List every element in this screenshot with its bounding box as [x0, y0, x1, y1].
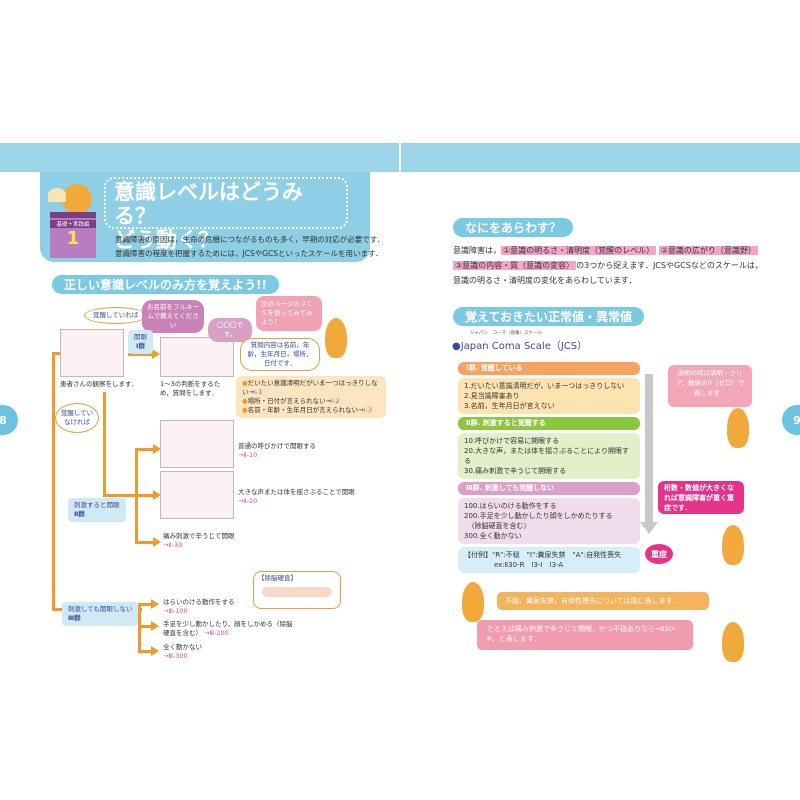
flow-line	[135, 541, 155, 544]
group1-label: 開眼 Ⅰ群	[128, 330, 153, 354]
jcs-ruby: ジャパン コーマ（昏睡）スケール	[470, 331, 542, 336]
group3-name: Ⅲ群	[68, 614, 81, 622]
badge-number: 1	[66, 228, 80, 249]
decerebrate-illustration	[262, 587, 332, 597]
intro-line-2: 意識障害の程度を把握するためには，JCSやGCSといったスケールを用います．	[115, 249, 383, 258]
level-badge: 基礎＋実践編 1	[50, 212, 96, 258]
severity-arrow	[645, 374, 653, 524]
nurse-patient-illustration	[60, 329, 124, 377]
bubble-name-question: お名前をフルネームで教えてください	[142, 300, 204, 333]
arrow-icon	[152, 349, 160, 359]
group2-label: 刺激すると開眼 Ⅱ群	[68, 498, 126, 522]
decerebrate-box: 【除脳硬直】	[253, 571, 341, 609]
page-number-left: 8	[0, 405, 18, 435]
arrow-icon	[151, 599, 159, 609]
answer-item: ●場所・日付が言えられない→Ⅰ-2	[242, 397, 340, 405]
arrow-icon	[153, 444, 161, 454]
flow-line	[103, 392, 106, 496]
arrow-icon	[153, 490, 161, 500]
section-title-left: 正しい意識レベルのみ方を覚えよう!!	[52, 275, 279, 294]
group3-label: 刺激しても開眼しない Ⅲ群	[62, 602, 139, 626]
page-number-right: 9	[782, 405, 800, 435]
arrow-down-icon	[640, 522, 658, 534]
group3-item: 手足を少し動かしたり，顔をしかめる（除脳硬直を含む） →Ⅲ-200	[163, 620, 293, 637]
bubble-example: たとえば痛み刺激で辛うじて開眼，かつ不穏ありなら→Ⅱ30-R，と表します．	[477, 620, 693, 650]
group2-name: Ⅱ群	[74, 510, 85, 518]
group2-item: 痛み刺激で辛うじて開眼→Ⅱ-30	[163, 532, 235, 549]
title-line-2: どう動く？	[114, 228, 219, 252]
arrow-icon	[151, 621, 159, 631]
flow-line	[135, 448, 155, 451]
decerebrate-label: 【除脳硬直】	[258, 574, 297, 582]
answer-item: ●だいたい意識清明だがいま一つはっきりしない→Ⅰ-1	[242, 379, 378, 396]
page-gutter	[399, 143, 401, 172]
group2-label-text: 刺激すると開眼	[74, 501, 120, 509]
group1-name: Ⅰ群	[136, 342, 145, 350]
mascot-icon	[325, 318, 347, 358]
answer-item: ●名前・年齢・生年月日が言えられない→Ⅰ-3	[242, 406, 373, 414]
page-title: 意識レベルはどうみる？ どう動く？	[104, 177, 348, 252]
jcs-group3-header: Ⅲ群. 刺激しても覚醒しない	[458, 482, 640, 495]
arrow-icon	[151, 646, 159, 656]
flow-line	[138, 650, 153, 653]
call-illustration	[160, 420, 234, 468]
mascot-head-icon	[62, 184, 92, 214]
flow-line	[138, 603, 153, 606]
bubble-severity: 桁数・数値が大きくなれば意識障害が重く重症です．	[658, 481, 744, 514]
intro-line-1: 意識障害の原因は，生命の危機につながるものも多く，早期の対応が必要です．	[115, 235, 385, 244]
jcs-title: ●Japan Coma Scale（JCS）	[452, 341, 588, 352]
section-title-what: なにをあらわす？	[453, 218, 574, 237]
explanation-paragraph: 意識障害は，①意識の明るさ・清明度（覚醒のレベル） ②意識の広がり（意識野） ③…	[453, 246, 763, 285]
bubble-suffix: 不穏，糞尿失禁，自発性喪失については尾に表します．	[497, 592, 709, 610]
group2-item: 大きな声または体を揺さぶることで開眼→Ⅱ-20	[238, 488, 355, 505]
flow-line	[135, 448, 138, 543]
mascot-icon	[727, 408, 749, 448]
flow-line	[138, 603, 141, 653]
shake-illustration	[160, 471, 234, 519]
bubble-not-awake: 覚醒していなければ	[55, 403, 99, 433]
judge-text: 1〜3の判断をするため，質問をします．	[160, 380, 221, 397]
jcs-group1-header: Ⅰ群. 覚醒している	[458, 362, 640, 375]
group2-item: 普通の呼びかけで開眼する→Ⅱ-10	[238, 442, 316, 459]
flow-line	[128, 353, 153, 356]
bubble-clear: 清明の時は清明・クリア，数値の0（ゼロ）で表します．	[668, 365, 752, 407]
flow-line	[138, 625, 153, 628]
flow-line	[52, 352, 64, 355]
group1-answers: ●だいたい意識清明だがいま一つはっきりしない→Ⅰ-1 ●場所・日付が言えられない…	[236, 376, 386, 418]
mascot-pointer-icon	[722, 622, 744, 662]
group3-label-text: 刺激しても開眼しない	[68, 605, 133, 613]
group3-item: 全く動かない→Ⅲ-300	[163, 643, 202, 660]
section-title-values: 覚えておきたい正常値・異常値	[453, 307, 645, 326]
group3-item: はらいのける動作をする→Ⅲ-100	[163, 598, 235, 615]
bubble-awake: 覚醒していれば	[84, 307, 148, 324]
title-line-1: 意識レベルはどうみる？	[114, 180, 303, 228]
observe-text: 患者さんの観察をします．	[60, 380, 138, 388]
badge-label: 基礎＋実践編	[50, 220, 96, 228]
severe-badge: 重症	[645, 544, 673, 564]
bubble-answer: 〇〇〇です。	[208, 318, 252, 342]
jcs-group2-header: Ⅱ群. 刺激すると覚醒する	[458, 417, 640, 430]
bubble-next-page: 次のページのＪＣＳを使ってみてみよう！	[256, 296, 322, 331]
mascot-icon	[462, 582, 484, 622]
bubble-question-content: 質問内容は名前，年齢，生年月日，場所，日付です．	[240, 338, 320, 371]
fan-icon	[48, 188, 66, 202]
nurse-questioning-illustration	[160, 337, 234, 377]
arrow-icon	[153, 537, 161, 547]
flow-line	[52, 352, 55, 610]
group1-label-text: 開眼	[134, 333, 147, 341]
mascot-icon	[722, 525, 744, 565]
flow-line	[103, 494, 155, 497]
